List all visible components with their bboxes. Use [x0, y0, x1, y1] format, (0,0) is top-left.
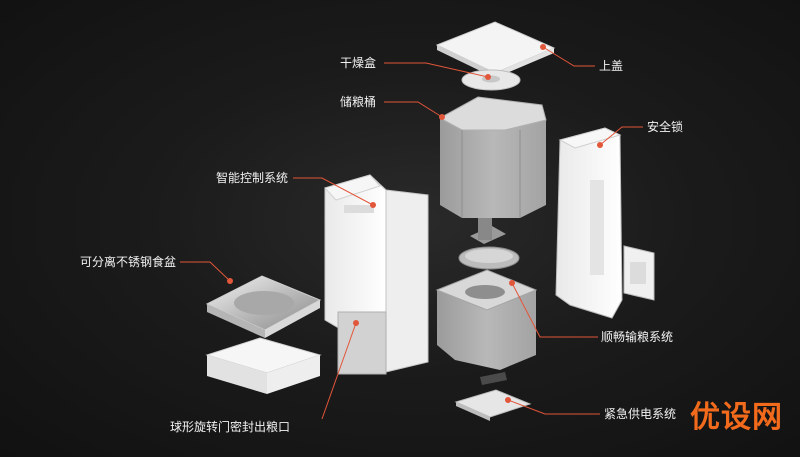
label-safety-lock: 安全锁 [647, 120, 684, 134]
grain-bucket-part [438, 96, 547, 218]
top-lid-part [435, 21, 556, 78]
safety-lock-panel [555, 127, 623, 319]
label-bowl: 可分离不锈钢食盆 [80, 255, 177, 269]
drying-box-part [461, 69, 521, 91]
battery-cover-part [623, 245, 655, 301]
control-shell-part [324, 174, 429, 375]
label-feed-system: 顺畅输粮系统 [601, 330, 674, 344]
base-part [205, 337, 322, 394]
label-power: 紧急供电系统 [604, 407, 677, 421]
label-drying-box: 干燥盒 [340, 56, 377, 70]
label-smart-control: 智能控制系统 [216, 171, 289, 185]
leader-lines [180, 46, 643, 420]
watermark-logo: 优设网 [690, 400, 783, 435]
label-outlet: 球形旋转门密封出粮口 [170, 420, 291, 434]
feed-mechanism-part [435, 218, 538, 370]
label-grain-bucket: 储粮桶 [340, 95, 377, 109]
bowl-part [205, 275, 322, 338]
label-top-lid: 上盖 [599, 59, 624, 73]
power-unit-part [454, 372, 532, 421]
